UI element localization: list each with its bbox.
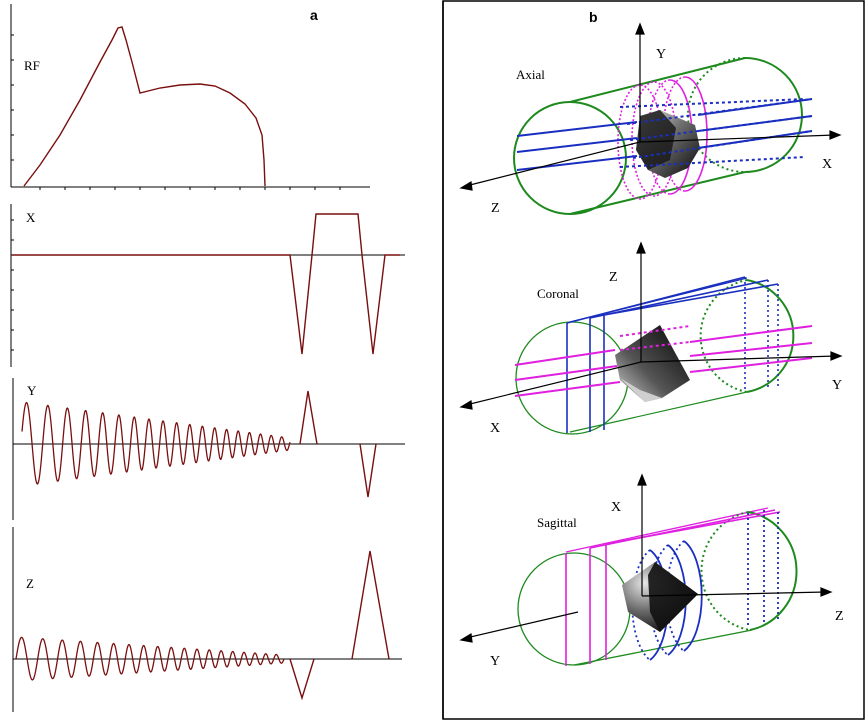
- axial-cylinder-front: [513, 101, 627, 215]
- sagittal-cylinder-back: [747, 511, 798, 631]
- sagittal-magenta-planes: [565, 509, 781, 666]
- axial-view: Axial Y X Z: [459, 22, 842, 216]
- x-label: X: [26, 210, 36, 225]
- axial-axes: [459, 22, 842, 191]
- sagittal-blue-rings: [631, 510, 779, 661]
- sagittal-axis-z: Z: [835, 609, 844, 624]
- coronal-axis-z: Z: [609, 270, 618, 285]
- axial-axis-y: Y: [656, 47, 666, 62]
- z-trace-group: Z: [12, 527, 402, 712]
- sagittal-cylinder-back-dotted: [700, 511, 751, 631]
- panel-b-letter: b: [589, 9, 598, 25]
- z-waveform: [15, 636, 285, 681]
- sagittal-axis-y: Y: [490, 654, 500, 669]
- x-waveform: [12, 213, 400, 355]
- x-ticks: [11, 219, 14, 351]
- coronal-cylinder-back: [746, 279, 795, 393]
- z-label: Z: [26, 576, 34, 591]
- y-waveform: [21, 401, 291, 485]
- y-gradient-lobes: [299, 390, 377, 498]
- z-gradient-lobes: [289, 550, 390, 701]
- axial-title: Axial: [516, 67, 545, 82]
- axial-blue-lines: [516, 98, 813, 171]
- coronal-view: Coronal Z Y X: [459, 241, 843, 436]
- sagittal-axis-x: X: [611, 500, 621, 515]
- coronal-axis-x: X: [490, 421, 500, 436]
- sagittal-axes: [459, 473, 833, 643]
- sagittal-view: Sagittal X Z Y: [459, 473, 844, 669]
- coronal-axes: [459, 241, 843, 410]
- rf-trace-group: RF: [10, 4, 370, 190]
- sagittal-title: Sagittal: [537, 515, 577, 530]
- coronal-magenta-lines: [514, 325, 813, 397]
- x-trace-group: X: [10, 204, 405, 367]
- coronal-cylinder-back-dotted: [699, 279, 748, 393]
- panel-b-frame: [442, 0, 865, 720]
- axial-axis-x: X: [822, 157, 832, 172]
- coronal-title: Coronal: [537, 286, 579, 301]
- axial-cylinder-back-dotted: [687, 57, 746, 173]
- panel-b: b: [459, 9, 844, 669]
- axial-cylinder-back: [744, 57, 803, 173]
- axial-axis-z: Z: [491, 201, 500, 216]
- coronal-axis-y: Y: [832, 378, 842, 393]
- panel-a-letter: a: [310, 7, 318, 23]
- rf-waveform: [23, 26, 266, 187]
- sagittal-cylinder-front: [517, 552, 631, 666]
- rf-ticks: [11, 34, 341, 190]
- panel-a: a RF: [10, 4, 405, 712]
- y-trace-group: Y: [12, 378, 405, 520]
- rf-label: RF: [24, 58, 40, 73]
- y-label: Y: [27, 383, 37, 398]
- coronal-object: [615, 325, 690, 402]
